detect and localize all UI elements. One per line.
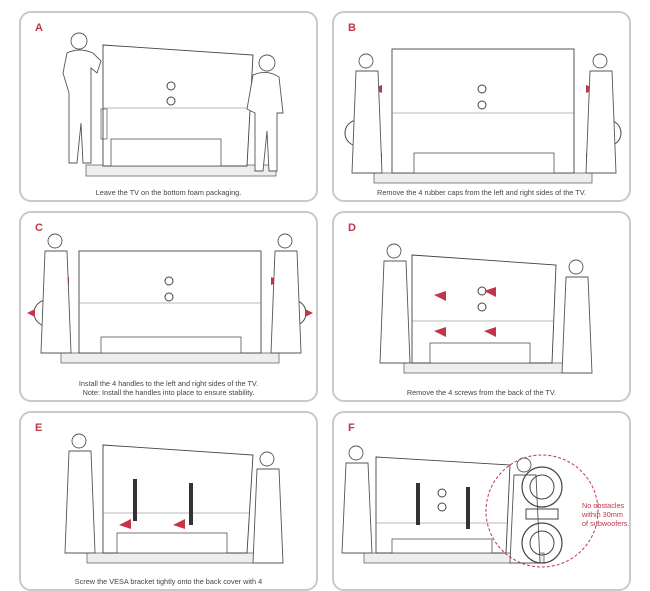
step-label-d: D — [348, 222, 356, 234]
illustration-d — [379, 243, 593, 374]
illustration-b — [344, 48, 622, 184]
caption-c-line-1: Install the 4 handles to the left and ri… — [78, 379, 259, 388]
subwoofer-note-line-3: of subwoofers. — [582, 519, 629, 528]
illustration-f: No obstacles within 30mm of subwoofers. — [341, 445, 629, 568]
step-panel-c: C Install the 4 handles to the left and … — [19, 211, 318, 402]
step-label-b: B — [348, 22, 356, 34]
step-panel-b: B Remove the 4 rubber caps from the left… — [332, 11, 631, 202]
illustration-c — [27, 233, 313, 364]
step-panel-f: F No obstacles within 30mm of subwoofers… — [332, 411, 631, 591]
illustration-a — [62, 32, 284, 177]
caption-a-line-1: Leave the TV on the bottom foam packagin… — [95, 188, 242, 197]
step-panel-d: D Remove the 4 screws from the back of t… — [332, 211, 631, 402]
caption-d-line-1: Remove the 4 screws from the back of the… — [406, 388, 557, 397]
step-label-c: C — [35, 222, 43, 234]
illustration-e — [64, 433, 284, 564]
caption-b-line-1: Remove the 4 rubber caps from the left a… — [377, 188, 586, 197]
step-label-e: E — [35, 422, 43, 434]
subwoofer-note-line-1: No obstacles — [582, 501, 625, 510]
step-panel-a: A Leave the TV on the bottom foam packag… — [19, 11, 318, 202]
caption-c-line-2: Note: Install the handles into place to … — [82, 388, 255, 397]
step-label-f: F — [348, 422, 355, 434]
step-label-a: A — [35, 22, 43, 34]
step-panel-e: E Screw the VESA bracket tightly onto th… — [19, 411, 318, 591]
subwoofer-note-line-2: within 30mm — [581, 510, 623, 519]
